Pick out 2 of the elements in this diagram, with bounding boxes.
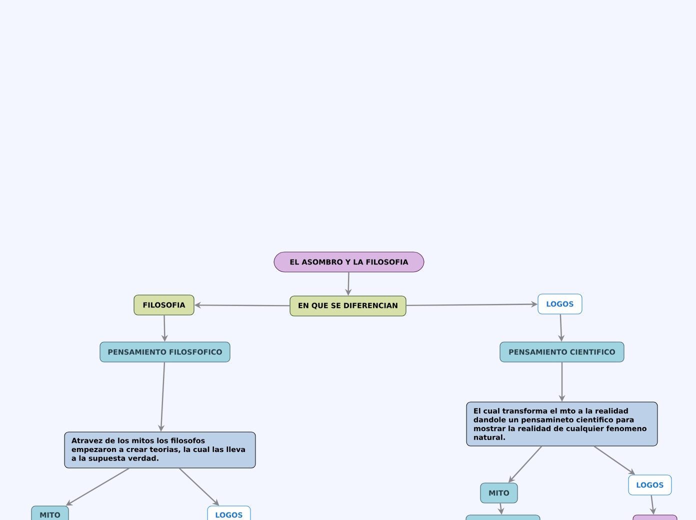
topic-box	[466, 514, 540, 520]
topic-box	[632, 514, 678, 520]
